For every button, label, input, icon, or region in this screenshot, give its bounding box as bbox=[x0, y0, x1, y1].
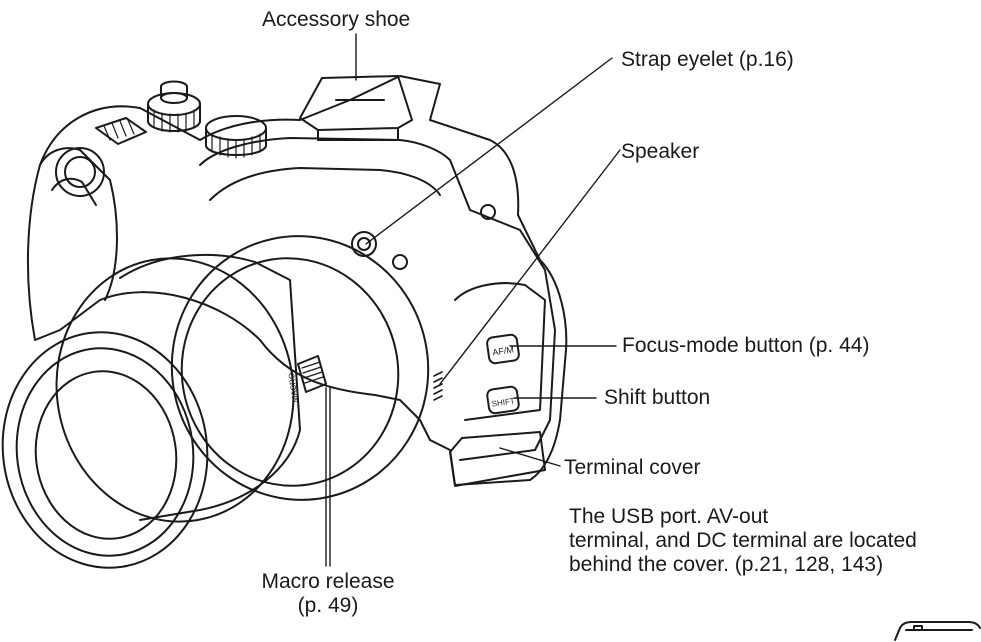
control-dial-left-side bbox=[147, 103, 201, 132]
panel-screw-bottom bbox=[392, 254, 408, 270]
accessory-shoe-rail bbox=[317, 127, 399, 141]
label-focus-mode-button: Focus-mode button (p. 44) bbox=[622, 334, 870, 357]
strap-eyelet-inner bbox=[357, 237, 371, 251]
label-macro-release: Macro release (p. 49) bbox=[228, 570, 428, 618]
viewfinder-prism bbox=[199, 137, 471, 211]
control-dial-right bbox=[205, 115, 267, 141]
macro-release-line: (p. 49) bbox=[297, 594, 359, 617]
label-accessory-shoe: Accessory shoe bbox=[262, 8, 411, 31]
shift-marking: SHIFT bbox=[491, 396, 515, 408]
mode-dial bbox=[55, 147, 105, 197]
port-cover-thumbnail-slot bbox=[913, 625, 923, 631]
accessory-shoe-shape bbox=[299, 75, 413, 131]
terminal-note-line: terminal, and DC terminal are located bbox=[569, 529, 917, 552]
af-m-marking: AF/M bbox=[492, 345, 515, 358]
label-terminal-cover: Terminal cover bbox=[564, 456, 701, 479]
terminal-note-line: The USB port. AV-out bbox=[569, 505, 769, 528]
macro-marking: MACRO bbox=[287, 372, 300, 403]
control-dial-left-ticks bbox=[153, 109, 195, 133]
strap-eyelet bbox=[351, 231, 377, 257]
lens-front-outer bbox=[1, 331, 209, 569]
label-strap-eyelet: Strap eyelet (p.16) bbox=[621, 48, 794, 71]
side-panel-inner bbox=[454, 282, 546, 421]
terminal-note: The USB port. AV-out terminal, and DC te… bbox=[569, 505, 917, 577]
leader-speaker bbox=[439, 149, 621, 385]
lens-barrel bbox=[119, 253, 301, 521]
camera-body-outline bbox=[26, 75, 568, 486]
leader-strap-eyelet bbox=[365, 57, 613, 245]
mode-dial-ridge bbox=[95, 117, 147, 145]
leader-terminal-cover bbox=[499, 447, 561, 467]
grip-outline bbox=[39, 147, 118, 301]
label-speaker: Speaker bbox=[621, 140, 700, 163]
lens-glass bbox=[34, 370, 178, 540]
lens-mount-ring bbox=[170, 235, 430, 501]
grip-inner-edge bbox=[51, 177, 97, 206]
macro-release-switch bbox=[297, 355, 327, 393]
label-shift-button: Shift button bbox=[604, 386, 711, 409]
macro-release-line: Macro release bbox=[261, 570, 395, 593]
af-m-button-body bbox=[486, 333, 520, 365]
shutter-button bbox=[160, 92, 188, 104]
lens-front-rim bbox=[15, 347, 195, 557]
speaker-grille bbox=[433, 371, 443, 401]
terminal-note-line: behind the cover. (p.21, 128, 143) bbox=[569, 553, 884, 576]
macro-release-ridges bbox=[301, 361, 324, 384]
shutter-button-top bbox=[160, 80, 188, 99]
panel-screw-top bbox=[480, 204, 496, 220]
mode-dial-ridge-lines bbox=[103, 119, 135, 141]
focus-ring-back bbox=[55, 257, 295, 523]
viewfinder-front-face bbox=[209, 167, 441, 201]
side-panel bbox=[459, 209, 556, 461]
control-dial-right-ticks bbox=[211, 133, 261, 159]
leader-lines bbox=[325, 33, 621, 567]
terminal-cover-shape bbox=[449, 431, 546, 487]
mode-dial-inner bbox=[64, 156, 96, 188]
port-cover-thumbnail bbox=[894, 621, 981, 641]
lens-mount-ring-inner bbox=[180, 257, 400, 487]
